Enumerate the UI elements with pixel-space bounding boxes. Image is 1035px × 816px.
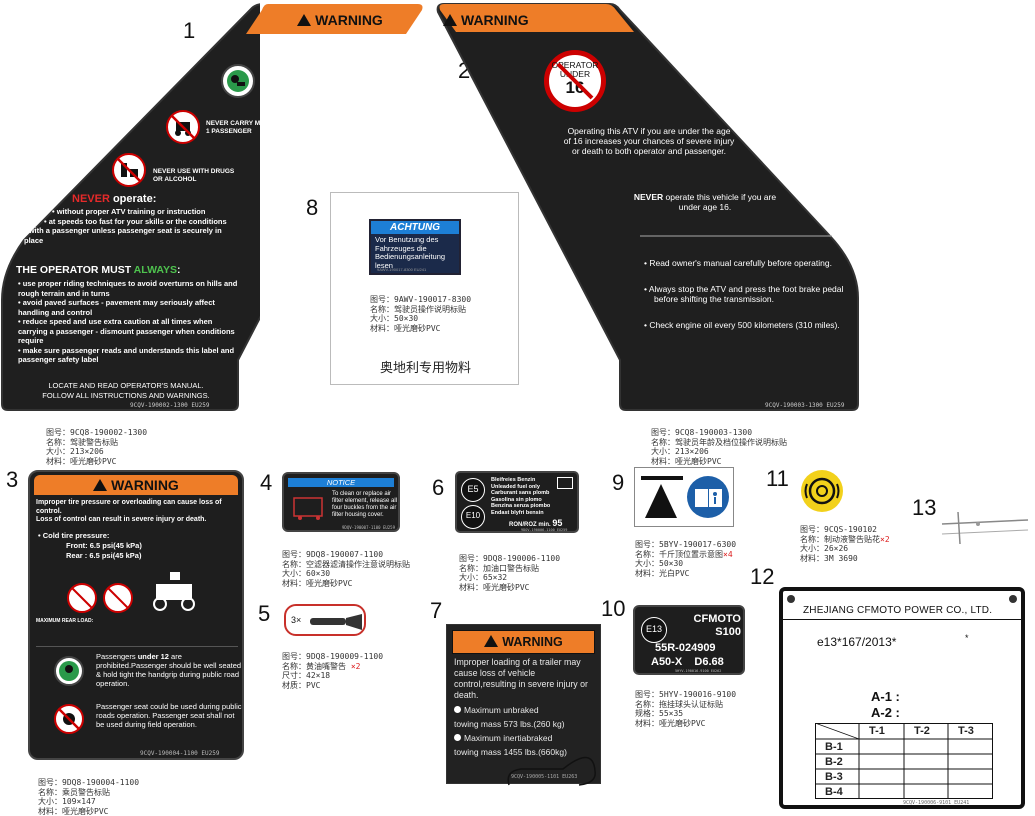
label-8-title: ACHTUNG	[371, 221, 459, 234]
label-6-ron: RON/ROZ min. 95	[509, 518, 563, 528]
label-1-never-list: • without proper ATV training or instruc…	[24, 207, 227, 245]
label-3-code: 9CQV-190004-1100 EU259	[140, 750, 220, 757]
label-4: NOTICE To clean or replace air filter el…	[282, 472, 400, 532]
label-1-icon2-text: NEVER CARRY MORE THAN 1 PASSENGER	[206, 120, 295, 135]
label-2-list: • Read owner's manual carefully before o…	[644, 258, 844, 330]
label-9	[634, 467, 734, 527]
label-8-text: Vor Benutzung des Fahrzeuges die Bedienu…	[375, 235, 446, 270]
label-1-warning: WARNING	[280, 12, 400, 28]
label-5: 3×	[284, 604, 366, 636]
no-field-passenger-icon	[54, 704, 84, 734]
label-2-code: 9CQV-190003-1300 EU259	[765, 402, 845, 409]
label-3: WARNING Improper tire pressure or overlo…	[28, 470, 244, 760]
label-1-icon1-text: ALWAYS USE AN APPROVED HELMET AND PROTEC…	[262, 66, 345, 96]
label-12-axles: A-1 :A-2 :	[871, 689, 900, 720]
label-3-maxload: MAXIMUM REAR LOAD:	[36, 618, 94, 624]
label-8-note: 奥地利专用物料	[379, 361, 471, 376]
label-12: ZHEJIANG CFMOTO POWER CO., LTD. e13*167/…	[779, 587, 1025, 809]
callout-4: 4	[260, 470, 273, 495]
jack-point-icon	[641, 476, 683, 518]
label-7-limits: Maximum unbraked towing mass 573 lbs.(26…	[454, 705, 567, 757]
manual-icon	[557, 477, 573, 489]
passenger-age-icon	[54, 656, 84, 686]
callout-7: 7	[430, 598, 443, 623]
label-1-always-list: • use proper riding techniques to avoid …	[18, 279, 238, 364]
label-4-text: To clean or replace air filter element, …	[332, 491, 398, 518]
label-4-title: NOTICE	[288, 478, 394, 487]
e5-badge: E5	[461, 478, 485, 502]
e10-badge: E10	[461, 505, 485, 529]
label-5-multiplier: 3×	[291, 615, 302, 625]
callout-13: 13	[912, 495, 937, 520]
label-12-table: T-1 T-2 T-3 B-1 B-2 B-3 B-4	[815, 723, 993, 799]
air-filter-icon	[293, 497, 323, 520]
label-12-star: *	[965, 633, 969, 643]
manual-info-icon	[687, 476, 729, 518]
part-13-sketch	[941, 511, 1029, 545]
label-1-icon3-text: NEVER USE WITH DRUGS OR ALCOHOL	[153, 168, 235, 183]
label-12-company: ZHEJIANG CFMOTO POWER CO., LTD.	[803, 605, 993, 616]
label-3-pass1: Passengers under 12 are prohibited.Passe…	[96, 652, 242, 688]
callout-3: 3	[6, 467, 19, 492]
callout-9: 9	[612, 470, 625, 495]
label-8: ACHTUNG Vor Benutzung des Fahrzeuges die…	[369, 219, 461, 275]
callout-11: 11	[766, 466, 789, 491]
callout-10: 10	[601, 596, 626, 621]
label-1-code: 9CQV-190002-1300 EU259	[130, 402, 210, 409]
label-2-warning: WARNING	[443, 12, 573, 28]
label-3-warning: WARNING	[34, 475, 238, 495]
callout-5: 5	[258, 601, 271, 626]
callout-6: 6	[432, 475, 445, 500]
label-10-code-lines: 55R-024909 A50-X D6.68	[651, 642, 724, 668]
label-7-warning: WARNING	[452, 630, 595, 654]
label-7: WARNING Improper loading of a trailer ma…	[446, 624, 601, 786]
no-drugs-icon	[112, 153, 146, 187]
label-2-never: NEVER operate this vehicle if you are un…	[633, 192, 777, 212]
atv-load-icon	[67, 572, 195, 613]
label-3-pass2: Passenger seat could be used during publ…	[96, 702, 242, 729]
brake-fluid-icon	[801, 470, 843, 512]
label-12-approval: e13*167/2013*	[817, 635, 897, 649]
label-8-box: ACHTUNG Vor Benutzung des Fahrzeuges die…	[330, 192, 519, 385]
grease-gun-icon	[310, 614, 362, 630]
label-7-text: Improper loading of a trailer may cause …	[454, 657, 588, 700]
no-passenger-icon	[166, 110, 200, 144]
label-2-shape	[436, 3, 859, 411]
label-2-paragraph: Operating this ATV if you are under the …	[563, 126, 735, 156]
label-1-footer: LOCATE AND READ OPERATOR'S MANUAL.FOLLOW…	[42, 381, 210, 400]
helmet-icon	[221, 64, 255, 98]
label-9-spec: 图号：5BYV-190017-6300 名称：千斤顶位置示意图×4 大小：50×…	[635, 540, 737, 578]
label-1-shape	[1, 3, 260, 411]
callout-8: 8	[306, 195, 319, 220]
label-5-spec: 图号：9DQ8-190009-1100 名称：黄油嘴警告 ×2 尺寸：42×18…	[282, 652, 384, 690]
e13-badge: E13	[641, 617, 667, 643]
callout-12: 12	[750, 564, 775, 589]
label-1-must-heading: THE OPERATOR MUST ALWAYS:	[16, 264, 181, 276]
callout-1: 1	[183, 18, 196, 43]
label-1-never-heading: NEVER operate:	[72, 193, 157, 205]
